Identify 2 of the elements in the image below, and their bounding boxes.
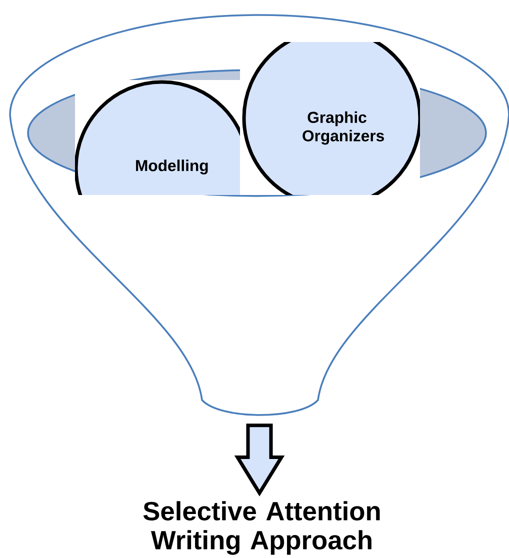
block-arrow (234, 424, 285, 496)
heading: Selective Attention Writing Approach (143, 501, 380, 555)
